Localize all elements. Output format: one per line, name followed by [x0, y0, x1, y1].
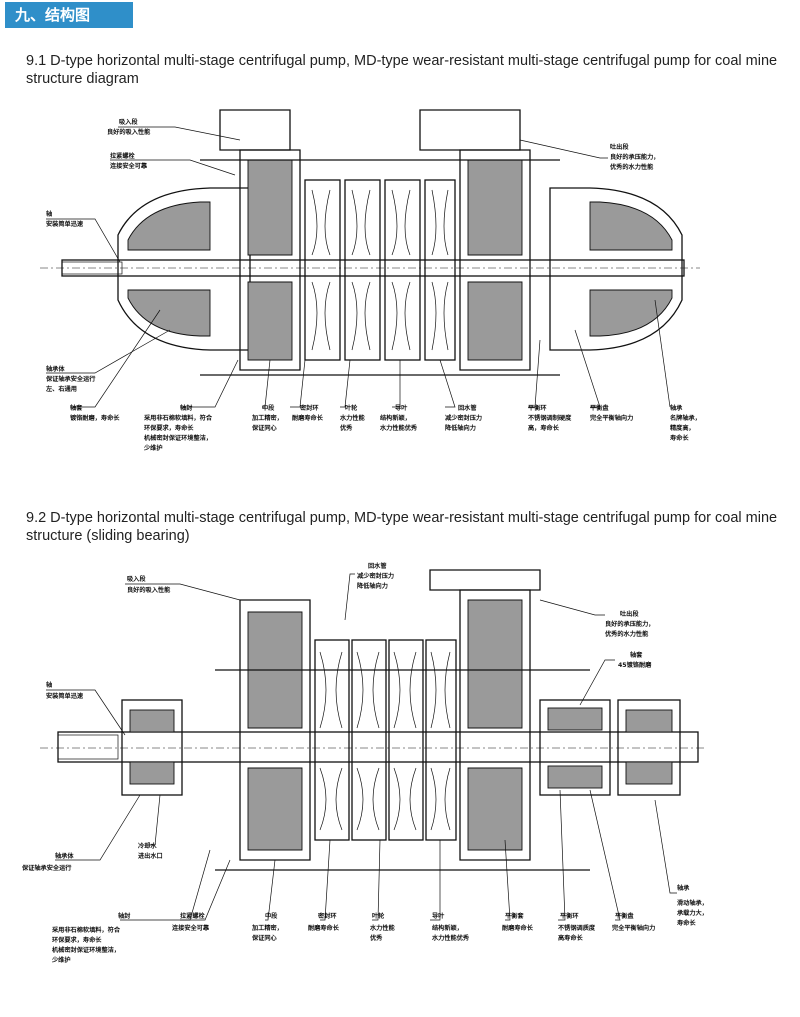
- label2-balance-sleeve-title: 平衡套: [505, 912, 524, 920]
- leaders-2: [46, 573, 677, 921]
- label2-middle-desc1: 加工精密，: [251, 924, 283, 932]
- label-return-pipe-desc2: 降低轴向力: [445, 424, 476, 432]
- label2-sleeve-title: 轴套: [630, 651, 643, 659]
- label-discharge-title: 吐出段: [610, 143, 629, 151]
- label-impeller-desc2: 优秀: [340, 424, 353, 432]
- pump-drawing-1: [40, 109, 700, 376]
- label2-tie-bolt-title: 拉紧螺栓: [180, 912, 206, 920]
- label-seal-desc2: 环保要求，寿命长: [144, 424, 194, 432]
- label-balance-ring-desc2: 高，寿命长: [528, 424, 560, 432]
- label2-bearing-desc1: 滑动轴承，: [677, 899, 708, 907]
- label2-discharge-desc2: 优秀的水力性能: [605, 630, 649, 638]
- section-header: 九、结构图: [5, 2, 133, 28]
- label-bearing-body-desc1: 保证轴承安全运行: [45, 375, 96, 383]
- label-guide-desc2: 水力性能优秀: [380, 424, 418, 432]
- label-shaft-desc: 安装简单迅速: [46, 220, 84, 228]
- label2-discharge-desc1: 良好的承压能力，: [605, 620, 655, 628]
- label2-seal-ring-title: 密封环: [318, 912, 337, 920]
- label2-seal-title: 轴封: [118, 912, 131, 920]
- label-suction-desc: 良好的吸入性能: [107, 128, 151, 136]
- label-middle-desc1: 加工精密，: [251, 414, 283, 422]
- label-guide-desc1: 结构新颖，: [380, 414, 411, 422]
- label2-balance-disc-desc: 完全平衡轴向力: [612, 924, 655, 932]
- label2-middle-desc2: 保证同心: [251, 934, 278, 942]
- label-discharge-desc1: 良好的承压能力，: [610, 153, 660, 161]
- caption-9-1: 9.1 D-type horizontal multi-stage centri…: [26, 53, 778, 87]
- label2-bearing-title: 轴承: [677, 884, 690, 892]
- label2-seal-desc2: 环保要求，寿命长: [52, 936, 102, 944]
- label2-balance-ring-desc1: 不锈钢调质度: [558, 924, 596, 932]
- label-balance-ring-desc1: 不锈钢调制硬度: [528, 414, 572, 422]
- label-seal-desc4: 少维护: [143, 444, 163, 452]
- label2-suction-title: 吸入段: [127, 575, 146, 583]
- label-tie-bolt-title: 拉紧螺栓: [110, 152, 136, 160]
- label-balance-disc-title: 平衡盘: [590, 404, 609, 412]
- label-seal-desc1: 采用非石棉软填料，符合: [143, 414, 213, 422]
- label-bearing-desc1: 名牌轴承，: [670, 414, 701, 422]
- label2-discharge-title: 吐出段: [620, 610, 639, 618]
- label2-bearing-body-desc: 保证轴承安全运行: [21, 864, 72, 872]
- label2-shaft-desc: 安装简单迅速: [46, 692, 84, 700]
- label-seal-ring-title: 密封环: [300, 404, 319, 412]
- label-impeller-title: 叶轮: [345, 404, 358, 412]
- label-tie-bolt-desc: 连接安全可靠: [110, 162, 148, 170]
- label2-impeller-desc2: 优秀: [370, 934, 383, 942]
- leaders-1: [46, 126, 671, 408]
- label2-balance-sleeve-desc: 耐磨寿命长: [502, 924, 534, 932]
- label2-sleeve-desc: 45镀铬耐磨: [618, 661, 652, 669]
- label2-return-pipe-desc1: 减少密封压力: [357, 572, 394, 580]
- label-return-pipe-title: 回水管: [458, 404, 477, 412]
- label2-balance-disc-title: 平衡盘: [615, 912, 634, 920]
- label2-seal-desc1: 采用非石棉软填料，符合: [51, 926, 121, 934]
- label-bearing-title: 轴承: [670, 404, 683, 412]
- label-bearing-body-title: 轴承体: [46, 365, 65, 373]
- label2-impeller-title: 叶轮: [372, 912, 385, 920]
- label2-return-pipe-desc2: 降低轴向力: [357, 582, 388, 590]
- label-impeller-desc1: 水力性能: [340, 414, 366, 422]
- label-seal-title: 轴封: [180, 404, 193, 412]
- labels-2: 吸入段 良好的吸入性能 回水管 减少密封压力 降低轴向力 吐出段 良好的承压能力…: [21, 562, 708, 964]
- label-bearing-body-desc2: 左、右通用: [45, 385, 77, 393]
- label2-seal-desc4: 少维护: [51, 956, 71, 964]
- label2-guide-title: 导叶: [432, 912, 445, 920]
- label-balance-disc-desc: 完全平衡轴向力: [590, 414, 633, 422]
- caption-9-2: 9.2 D-type horizontal multi-stage centri…: [26, 510, 778, 544]
- label2-bearing-desc3: 寿命长: [677, 919, 696, 927]
- label2-guide-desc1: 结构新颖，: [432, 924, 463, 932]
- label2-cooling-title1: 冷却水: [138, 842, 157, 850]
- label2-seal-desc3: 机械密封保证环境整洁，: [52, 946, 120, 954]
- label2-shaft-title: 轴: [46, 681, 52, 689]
- label2-return-pipe-title: 回水管: [368, 562, 387, 570]
- label-balance-ring-title: 平衡环: [528, 404, 547, 412]
- label2-guide-desc2: 水力性能优秀: [432, 934, 470, 942]
- label-suction-title: 吸入段: [119, 118, 138, 126]
- label2-tie-bolt-desc: 连接安全可靠: [172, 924, 210, 932]
- label-sleeve-desc: 镀铬耐磨，寿命长: [70, 414, 120, 422]
- label2-balance-ring-title: 平衡环: [560, 912, 579, 920]
- label-seal-ring-desc: 耐磨寿命长: [292, 414, 324, 422]
- label-guide-title: 导叶: [395, 404, 408, 412]
- label-shaft-title: 轴: [46, 210, 52, 218]
- label2-suction-desc: 良好的吸入性能: [127, 586, 171, 594]
- label-discharge-desc2: 优秀的水力性能: [610, 163, 654, 171]
- label2-bearing-desc2: 承载力大，: [677, 909, 708, 917]
- label2-impeller-desc1: 水力性能: [370, 924, 396, 932]
- label-sleeve-title: 轴套: [70, 404, 83, 412]
- label-bearing-desc3: 寿命长: [670, 434, 689, 442]
- label-middle-title: 中段: [262, 404, 275, 412]
- label2-seal-ring-desc: 耐磨寿命长: [308, 924, 340, 932]
- label2-middle-title: 中段: [265, 912, 278, 920]
- label-return-pipe-desc1: 减少密封压力: [445, 414, 482, 422]
- label-middle-desc2: 保证同心: [251, 424, 278, 432]
- pump-drawing-2: [40, 569, 705, 871]
- label-bearing-desc2: 精度高，: [670, 424, 695, 432]
- label2-bearing-body-title: 轴承体: [55, 852, 74, 860]
- labels-1: 吸入段 良好的吸入性能 拉紧螺栓 连接安全可靠 轴 安装简单迅速 吐出段 良好的…: [45, 118, 701, 452]
- label2-cooling-title2: 进出水口: [138, 852, 163, 860]
- label2-balance-ring-desc2: 高寿命长: [558, 934, 584, 942]
- label-seal-desc3: 机械密封保证环境整洁，: [144, 434, 212, 442]
